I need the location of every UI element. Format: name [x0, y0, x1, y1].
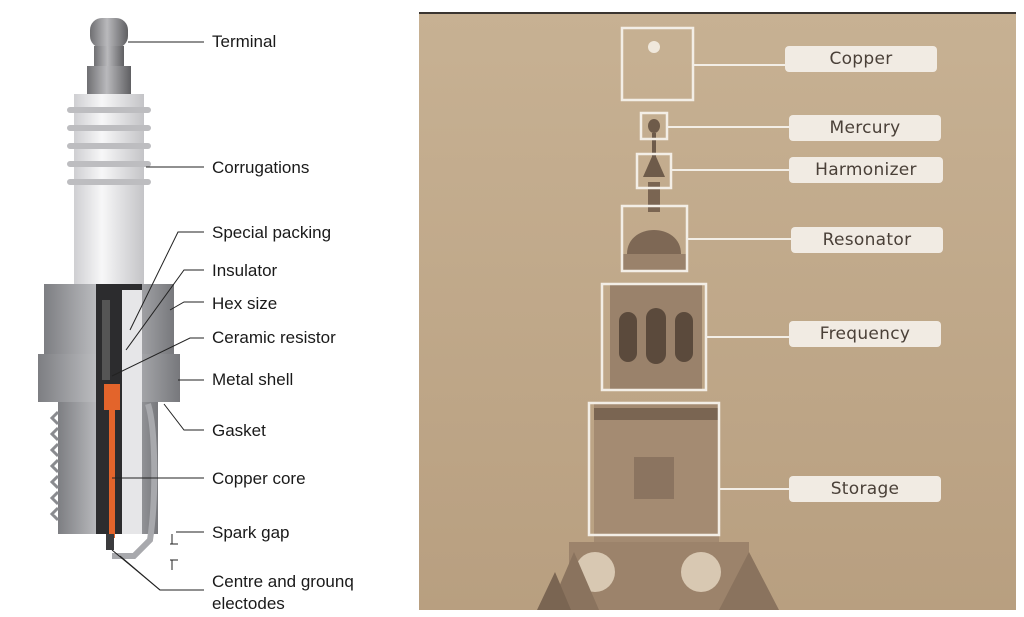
spark-plug-illustration [38, 18, 204, 591]
label-harmonizer: Harmonizer [789, 157, 943, 183]
label-insulator: Insulator [212, 261, 278, 280]
label-mercury: Mercury [789, 115, 941, 141]
tower-photo [419, 12, 1016, 610]
label-copper: Copper [785, 46, 937, 72]
label-spark-gap: Spark gap [212, 523, 290, 542]
annotation-connectors [667, 64, 791, 490]
label-corrugations: Corrugations [212, 158, 310, 177]
label-storage: Storage [789, 476, 941, 502]
label-metal-shell: Metal shell [212, 370, 294, 389]
label-frequency: Frequency [789, 321, 941, 347]
label-copper-core: Copper core [212, 469, 306, 488]
terminal-part [87, 18, 131, 94]
label-electrodes: electodes [212, 594, 285, 613]
tower-photo-panel: Copper Mercury Harmonizer Resonator Freq… [419, 12, 1016, 610]
ground-electrode [106, 403, 158, 559]
label-terminal: Terminal [212, 32, 277, 51]
label-special-packing: Special packing [212, 223, 332, 242]
label-resonator: Resonator [791, 227, 943, 253]
tower-silhouette [537, 41, 779, 610]
label-hex-size: Hex size [212, 294, 278, 313]
label-ceramic-resistor: Ceramic resistor [212, 328, 336, 347]
spark-plug-diagram: Terminal Corrugations Special packing In… [0, 0, 410, 617]
insulator-part [67, 94, 151, 284]
label-centre-and-ground: Centre and grounq [212, 572, 354, 591]
leader-lines [111, 41, 204, 591]
label-gasket: Gasket [212, 421, 266, 440]
cutaway-interior [96, 284, 142, 538]
